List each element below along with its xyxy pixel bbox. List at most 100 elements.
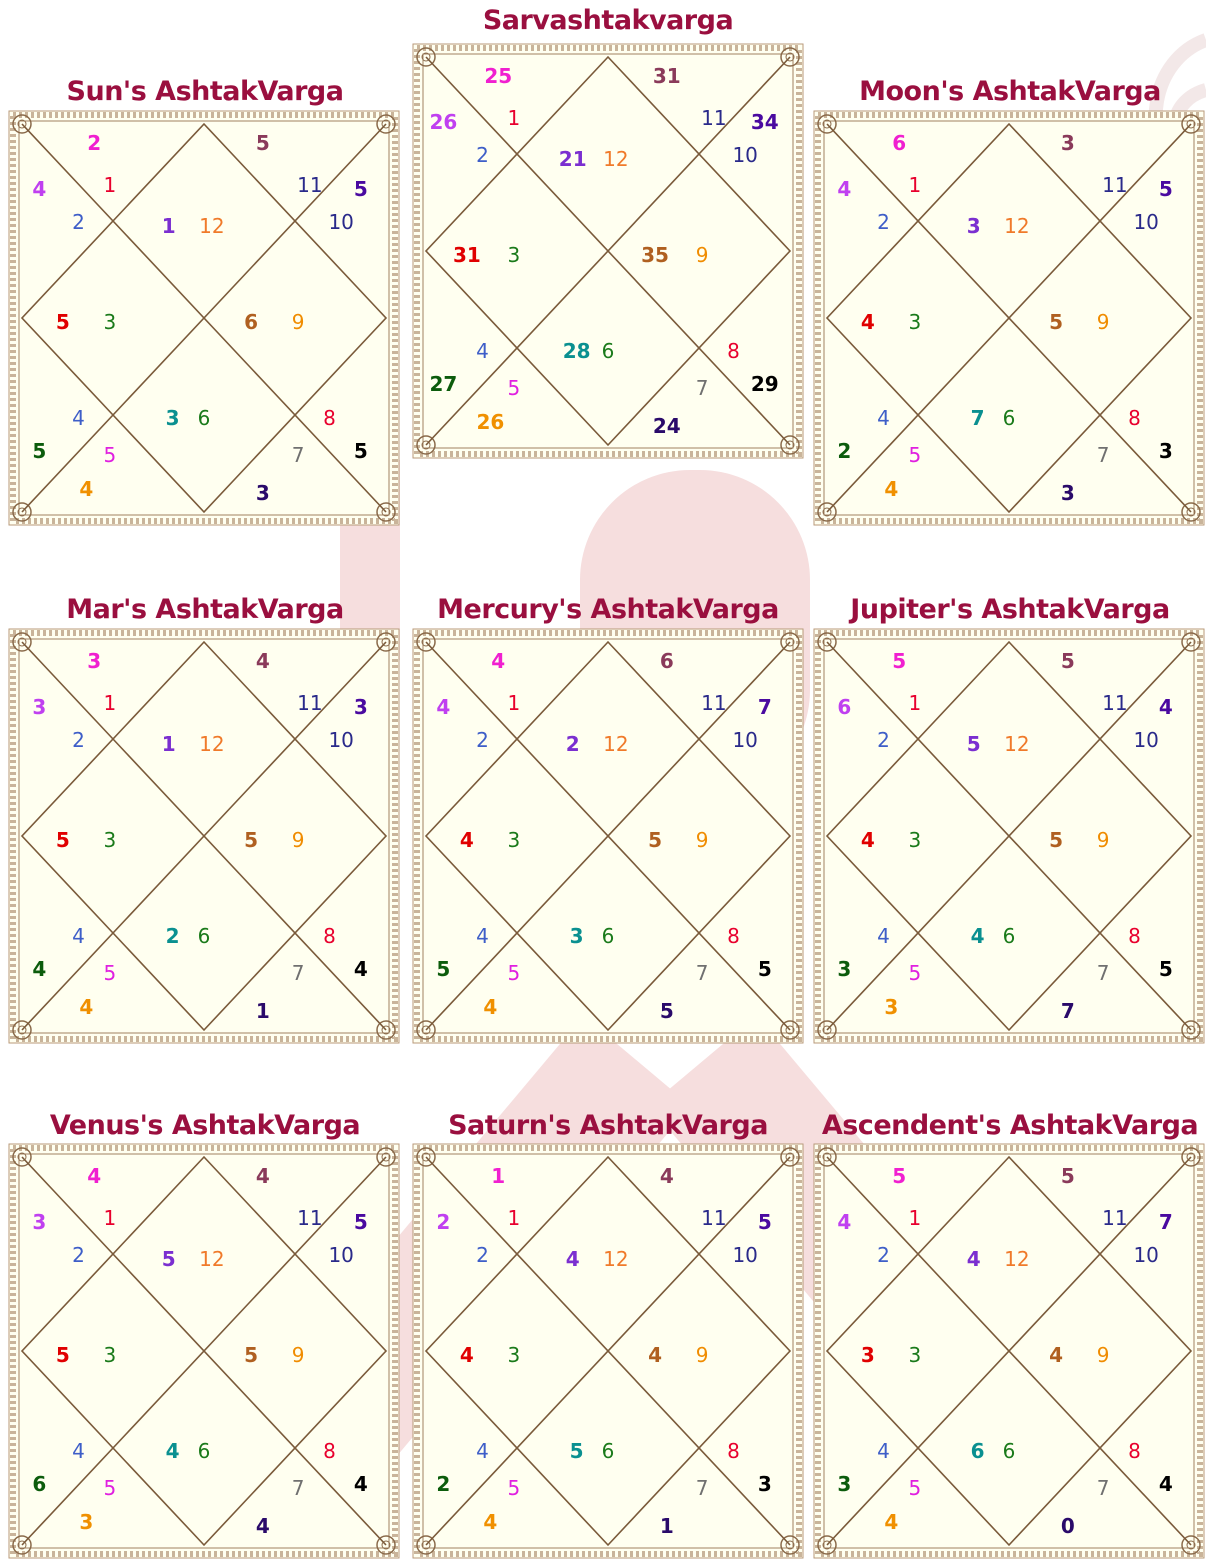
house-points-8: 4 bbox=[354, 959, 368, 979]
house-number-11: 11 bbox=[1102, 1208, 1127, 1228]
house-points-5: 4 bbox=[79, 997, 93, 1017]
house-number-2: 2 bbox=[877, 1245, 890, 1265]
house-points-10: 7 bbox=[1159, 1212, 1173, 1232]
house-points-1: 1 bbox=[162, 216, 176, 236]
house-number-2: 2 bbox=[877, 730, 890, 750]
house-number-12: 12 bbox=[603, 734, 628, 754]
house-number-6: 6 bbox=[1003, 1441, 1016, 1461]
house-points-11: 4 bbox=[660, 1166, 674, 1186]
house-points-4: 2 bbox=[837, 441, 851, 461]
house-number-10: 10 bbox=[732, 1245, 757, 1265]
house-points-4: 3 bbox=[837, 959, 851, 979]
house-points-2: 4 bbox=[436, 697, 450, 717]
house-number-5: 5 bbox=[508, 963, 521, 983]
house-number-1: 1 bbox=[508, 1208, 521, 1228]
house-number-12: 12 bbox=[199, 1249, 224, 1269]
house-points-12: 1 bbox=[491, 1166, 505, 1186]
house-number-6: 6 bbox=[602, 926, 615, 946]
house-number-5: 5 bbox=[104, 963, 117, 983]
house-number-2: 2 bbox=[476, 1245, 489, 1265]
house-points-3: 4 bbox=[861, 312, 875, 332]
house-number-12: 12 bbox=[199, 216, 224, 236]
house-points-7: 3 bbox=[256, 483, 270, 503]
house-number-8: 8 bbox=[727, 926, 740, 946]
house-points-7: 1 bbox=[660, 1516, 674, 1536]
house-points-10: 5 bbox=[1159, 179, 1173, 199]
house-number-10: 10 bbox=[328, 1245, 353, 1265]
chart-title-venus: Venus's AshtakVarga bbox=[0, 1110, 415, 1141]
house-points-6: 7 bbox=[971, 408, 985, 428]
house-points-11: 6 bbox=[660, 651, 674, 671]
house-number-5: 5 bbox=[909, 1478, 922, 1498]
house-points-9: 5 bbox=[1049, 312, 1063, 332]
house-number-5: 5 bbox=[104, 445, 117, 465]
house-points-7: 0 bbox=[1061, 1516, 1075, 1536]
house-points-2: 4 bbox=[837, 179, 851, 199]
house-number-1: 1 bbox=[909, 693, 922, 713]
house-points-11: 4 bbox=[256, 1166, 270, 1186]
house-number-1: 1 bbox=[104, 175, 117, 195]
house-points-1: 4 bbox=[566, 1249, 580, 1269]
house-points-9: 6 bbox=[244, 312, 258, 332]
house-points-6: 2 bbox=[166, 926, 180, 946]
house-points-2: 3 bbox=[32, 697, 46, 717]
house-number-4: 4 bbox=[877, 1441, 890, 1461]
house-number-11: 11 bbox=[297, 1208, 322, 1228]
house-points-9: 4 bbox=[648, 1345, 662, 1365]
house-number-11: 11 bbox=[297, 693, 322, 713]
house-number-9: 9 bbox=[696, 1345, 709, 1365]
house-points-4: 27 bbox=[429, 374, 457, 394]
house-points-4: 2 bbox=[436, 1474, 450, 1494]
house-number-4: 4 bbox=[476, 1441, 489, 1461]
house-number-4: 4 bbox=[476, 341, 489, 361]
house-points-9: 5 bbox=[244, 1345, 258, 1365]
house-number-1: 1 bbox=[508, 693, 521, 713]
house-number-7: 7 bbox=[1097, 963, 1110, 983]
house-number-3: 3 bbox=[104, 830, 117, 850]
house-number-4: 4 bbox=[476, 926, 489, 946]
house-points-11: 31 bbox=[653, 66, 681, 86]
house-points-12: 6 bbox=[892, 133, 906, 153]
house-points-11: 4 bbox=[256, 651, 270, 671]
house-points-2: 4 bbox=[837, 1212, 851, 1232]
chart-title-ascendant: Ascendent's AshtakVarga bbox=[800, 1110, 1206, 1141]
house-points-6: 4 bbox=[166, 1441, 180, 1461]
house-points-2: 2 bbox=[436, 1212, 450, 1232]
house-points-7: 5 bbox=[660, 1001, 674, 1021]
house-points-2: 3 bbox=[32, 1212, 46, 1232]
chart-title-moon: Moon's AshtakVarga bbox=[800, 76, 1206, 107]
house-number-8: 8 bbox=[323, 408, 336, 428]
house-points-6: 28 bbox=[563, 341, 591, 361]
chart-title-mercury: Mercury's AshtakVarga bbox=[398, 594, 818, 625]
house-number-10: 10 bbox=[1133, 730, 1158, 750]
house-number-12: 12 bbox=[603, 149, 628, 169]
house-points-9: 35 bbox=[641, 245, 669, 265]
house-points-12: 3 bbox=[87, 651, 101, 671]
house-points-10: 5 bbox=[758, 1212, 772, 1232]
house-points-11: 5 bbox=[1061, 651, 1075, 671]
house-number-1: 1 bbox=[909, 1208, 922, 1228]
house-number-3: 3 bbox=[508, 1345, 521, 1365]
chart-mars: 112335445462718495103114123 bbox=[8, 628, 400, 1044]
house-number-10: 10 bbox=[1133, 212, 1158, 232]
house-points-7: 1 bbox=[256, 1001, 270, 1021]
house-points-1: 3 bbox=[967, 216, 981, 236]
house-number-9: 9 bbox=[292, 1345, 305, 1365]
house-number-3: 3 bbox=[909, 1345, 922, 1365]
house-points-8: 4 bbox=[1159, 1474, 1173, 1494]
house-points-3: 4 bbox=[460, 830, 474, 850]
house-points-4: 3 bbox=[837, 1474, 851, 1494]
house-number-6: 6 bbox=[198, 926, 211, 946]
house-points-5: 3 bbox=[884, 997, 898, 1017]
house-points-6: 6 bbox=[971, 1441, 985, 1461]
house-number-1: 1 bbox=[104, 1208, 117, 1228]
house-number-2: 2 bbox=[72, 212, 85, 232]
house-points-6: 3 bbox=[570, 926, 584, 946]
house-points-2: 4 bbox=[32, 179, 46, 199]
house-number-11: 11 bbox=[1102, 175, 1127, 195]
house-number-5: 5 bbox=[909, 963, 922, 983]
chart-mercury: 122434455463758595107116124 bbox=[412, 628, 804, 1044]
house-points-5: 26 bbox=[476, 412, 504, 432]
house-number-8: 8 bbox=[323, 926, 336, 946]
